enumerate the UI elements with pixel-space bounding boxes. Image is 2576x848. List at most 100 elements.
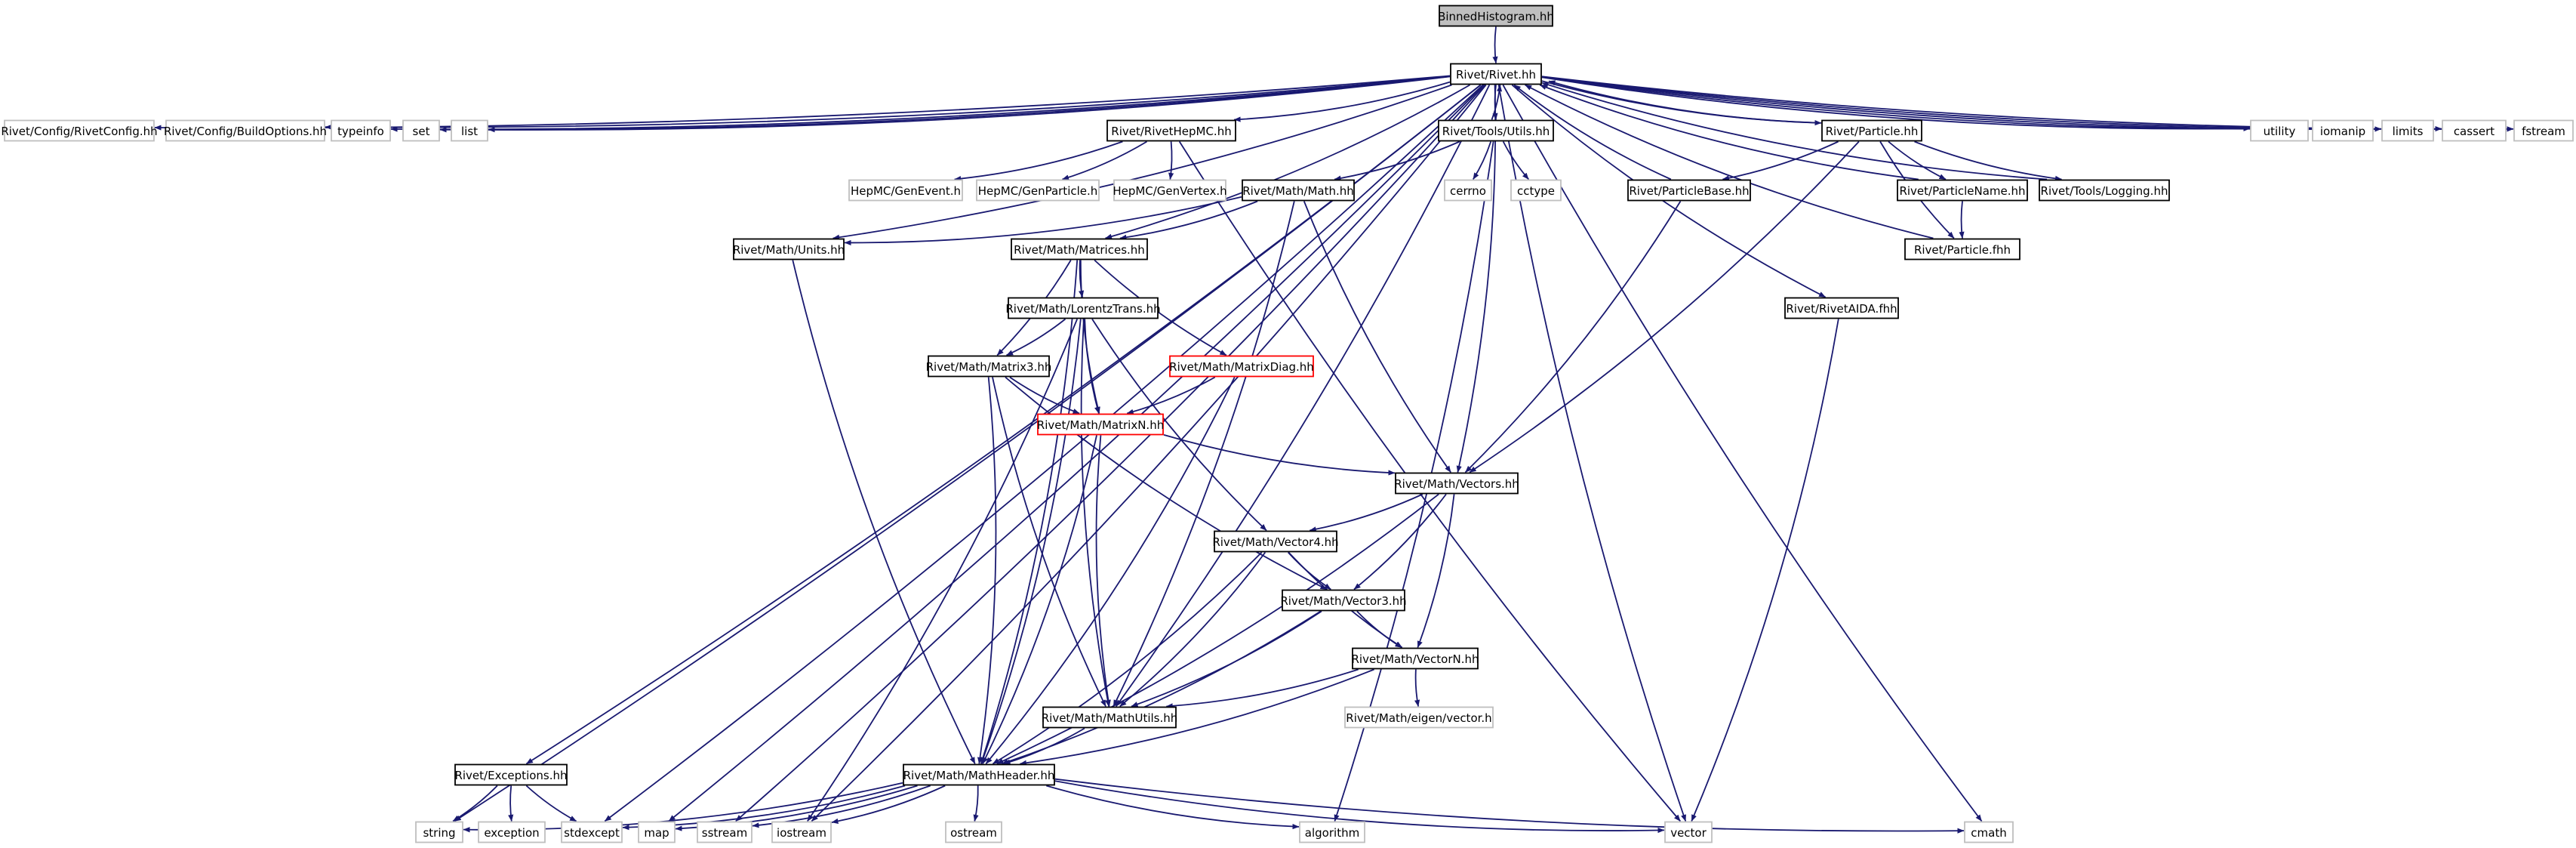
node-label-lorentz: Rivet/Math/LorentzTrans.hh [1005,302,1160,316]
node-cmath: cmath [1964,821,2014,843]
node-label-matrices: Rivet/Math/Matrices.hh [1014,243,1145,257]
node-label-cerrno: cerrno [1450,184,1486,198]
edge-rivet-to-typeinfo [390,76,1451,132]
node-lorentz[interactable]: Rivet/Math/LorentzTrans.hh [1005,297,1161,319]
edge-toolsutils-to-mathmath [1334,140,1460,181]
node-binned: BinnedHistogram.hh [1438,5,1554,27]
node-rivethepmc[interactable]: Rivet/RivetHepMC.hh [1106,119,1236,142]
node-exceptions[interactable]: Rivet/Exceptions.hh [454,763,568,786]
edge-mathmath-to-units [844,196,1242,246]
node-matrix3[interactable]: Rivet/Math/Matrix3.hh [926,355,1052,378]
node-box-exception [478,821,546,843]
node-label-cctype: cctype [1517,184,1555,198]
node-set: set [402,119,440,142]
edge-lorentz-to-mathheader [980,319,1082,764]
edge-particle-to-vectors [1469,140,1860,473]
node-box-rivet [1450,63,1542,85]
node-matrixn: Rivet/Math/MatrixN.hh [1037,413,1164,436]
node-box-genparticle [976,179,1100,202]
edge-particle-to-logging [1914,140,2062,181]
edge-matrixdiag-to-mathheader [985,377,1236,765]
node-label-matrixdiag: Rivet/Math/MatrixDiag.hh [1169,360,1314,374]
node-logging[interactable]: Rivet/Tools/Logging.hh [2039,179,2170,202]
node-rivetaida[interactable]: Rivet/RivetAIDA.fhh [1784,297,1899,319]
node-box-mathheader [903,763,1055,786]
node-matrixdiag: Rivet/Math/MatrixDiag.hh [1169,355,1314,378]
edge-particle-to-rivet [1548,80,1815,124]
edge-toolsutils-to-cerrno [1473,141,1492,180]
node-units[interactable]: Rivet/Math/Units.hh [733,238,845,261]
node-particlebase[interactable]: Rivet/ParticleBase.hh [1627,179,1751,202]
edge-rivethepmc-to-genparticle [1062,140,1147,180]
node-list: list [451,119,488,142]
edge-vector3-to-mathutils [1131,610,1322,708]
edge-matrix3-to-mathutils [992,377,1106,707]
node-string: string [415,821,463,843]
node-box-set [402,119,440,142]
node-label-vector3: Rivet/Math/Vector3.hh [1280,594,1406,608]
node-typeinfo: typeinfo [331,119,391,142]
node-box-string [415,821,463,843]
node-iomanip: iomanip [2312,119,2374,142]
edge-rivethepmc-to-genvertex [1168,141,1174,180]
node-label-genparticle: HepMC/GenParticle.h [978,184,1098,198]
node-label-exception: exception [484,826,539,840]
node-label-genvertex: HepMC/GenVertex.h [1113,184,1226,198]
node-toolsutils[interactable]: Rivet/Tools/Utils.hh [1438,119,1554,142]
node-label-rivet: Rivet/Rivet.hh [1456,68,1536,82]
node-vectorn[interactable]: Rivet/Math/VectorN.hh [1351,647,1479,670]
edge-rivet-to-map [668,84,1485,822]
node-label-particlename: Rivet/ParticleName.hh [1899,184,2025,198]
node-box-vector4 [1214,530,1337,553]
edge-matrix3-to-mathheader [977,377,997,764]
node-fstream: fstream [2513,119,2574,142]
edge-rivet-to-iostream [811,84,1487,822]
node-mathutils[interactable]: Rivet/Math/MathUtils.hh [1042,706,1178,729]
node-box-matrices [1011,238,1148,261]
edge-mathheader-to-algorithm [1046,785,1300,830]
node-algorithm: algorithm [1299,821,1365,843]
edge-particle-to-particlename [1888,140,1947,180]
node-label-rivetaida: Rivet/RivetAIDA.fhh [1786,302,1897,316]
node-vector3[interactable]: Rivet/Math/Vector3.hh [1280,589,1407,612]
edge-mathheader-to-cmath [1054,778,1965,834]
node-label-iostream: iostream [777,826,826,840]
node-matrices[interactable]: Rivet/Math/Matrices.hh [1011,238,1148,261]
edge-particlename-to-rivet [1539,84,1919,180]
node-vectors[interactable]: Rivet/Math/Vectors.hh [1394,472,1519,495]
edge-matrix3-to-vector3 [1005,376,1328,591]
node-box-limits [2381,119,2434,142]
edge-mathutils-to-mathheader [1003,727,1085,765]
edge-rivet-to-cmath [1502,85,1983,822]
node-vector4[interactable]: Rivet/Math/Vector4.hh [1212,530,1339,553]
node-label-eigenvector: Rivet/Math/eigen/vector.h [1346,711,1491,725]
node-label-set: set [413,125,430,138]
edge-mathheader-to-vector [1054,780,1665,834]
node-label-vector4: Rivet/Math/Vector4.hh [1212,535,1338,549]
node-label-utility: utility [2264,125,2296,138]
node-mathheader[interactable]: Rivet/Math/MathHeader.hh [903,763,1055,786]
node-rivet[interactable]: Rivet/Rivet.hh [1450,63,1542,85]
edge-lorentz-to-matrixn [1084,319,1100,414]
edge-toolsutils-to-rivet [1491,85,1503,120]
edge-rivet-to-set [439,76,1451,133]
edge-exceptions-to-stdexcept [525,785,577,822]
node-label-iomanip: iomanip [2320,125,2365,138]
edge-vectorn-to-mathutils [1165,668,1359,709]
edge-mathmath-to-matrices [1119,200,1258,240]
edge-vector3-to-vectorn [1356,610,1402,649]
edge-rivetaida-to-vector [1691,319,1839,822]
node-box-utility [2250,119,2309,142]
node-box-cerrno [1444,179,1492,202]
node-label-particlefhh: Rivet/Particle.fhh [1914,243,2011,257]
node-label-mathheader: Rivet/Math/MathHeader.hh [903,769,1055,782]
edge-rivet-to-string [454,84,1482,822]
node-box-cmath [1964,821,2014,843]
node-particlefhh[interactable]: Rivet/Particle.fhh [1904,238,2020,261]
edge-mathmath-to-vectors [1303,201,1451,473]
node-label-fstream: fstream [2522,125,2565,138]
node-mathmath[interactable]: Rivet/Math/Math.hh [1242,179,1355,202]
edge-binned-to-rivet [1492,26,1498,63]
node-particle[interactable]: Rivet/Particle.hh [1821,119,1922,142]
node-particlename[interactable]: Rivet/ParticleName.hh [1897,179,2028,202]
